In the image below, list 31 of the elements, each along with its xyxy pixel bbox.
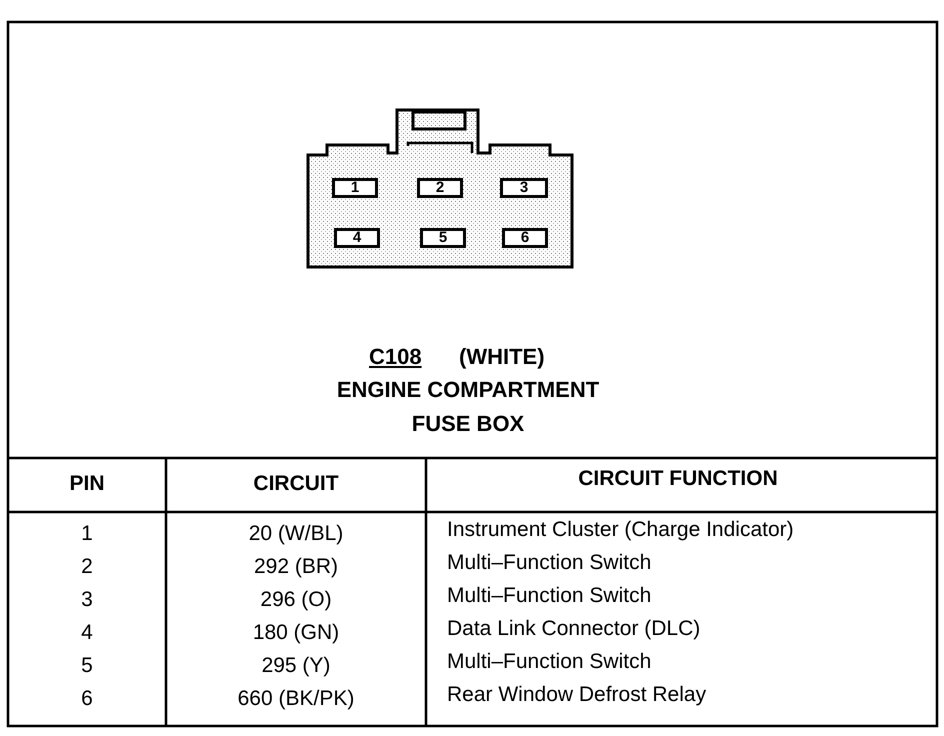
circuit-number: 660 (BK/PK) bbox=[236, 687, 356, 711]
circuit-number: 295 (Y) bbox=[260, 654, 332, 678]
pin-number: 1 bbox=[80, 522, 94, 546]
column-header: CIRCUIT bbox=[252, 472, 340, 496]
column-header: PIN bbox=[68, 472, 106, 496]
circuit-function: Multi–Function Switch bbox=[447, 584, 652, 608]
circuit-function: Data Link Connector (DLC) bbox=[447, 617, 700, 641]
pin-cavity: 2 bbox=[417, 178, 463, 198]
pin-cavity: 1 bbox=[332, 178, 378, 198]
circuit-function: Rear Window Defrost Relay bbox=[447, 683, 706, 707]
pin-cavity: 5 bbox=[420, 228, 466, 248]
pin-number: 2 bbox=[80, 555, 94, 579]
connector-location: ENGINE COMPARTMENT bbox=[336, 378, 600, 402]
circuit-function: Multi–Function Switch bbox=[447, 551, 652, 575]
circuit-function: Multi–Function Switch bbox=[447, 650, 652, 674]
circuit-number: 180 (GN) bbox=[252, 621, 340, 645]
pin-number: 6 bbox=[80, 687, 94, 711]
pin-cavity: 4 bbox=[334, 228, 380, 248]
pin-cavity: 6 bbox=[502, 228, 548, 248]
pin-number: 5 bbox=[80, 654, 94, 678]
pin-number: 4 bbox=[80, 621, 94, 645]
pin-number: 3 bbox=[80, 588, 94, 612]
pin-cavity: 3 bbox=[500, 178, 548, 198]
circuit-number: 20 (W/BL) bbox=[248, 522, 344, 546]
circuit-function: Instrument Cluster (Charge Indicator) bbox=[447, 518, 794, 542]
circuit-number: 292 (BR) bbox=[252, 555, 340, 579]
column-header: CIRCUIT FUNCTION bbox=[577, 467, 779, 491]
connector-id: C108 bbox=[369, 345, 422, 369]
connector-color: (WHITE) bbox=[459, 345, 545, 369]
circuit-number: 296 (O) bbox=[259, 588, 333, 612]
connector-location: FUSE BOX bbox=[410, 412, 526, 436]
